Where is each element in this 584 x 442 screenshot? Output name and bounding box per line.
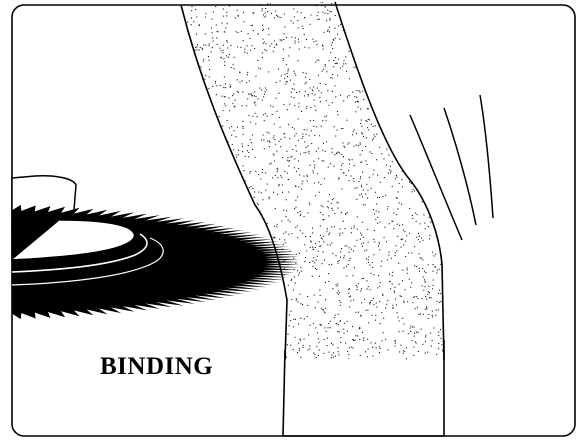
vibration-line-1 <box>410 115 462 240</box>
board-speckle-texture <box>175 0 451 366</box>
saw-blade <box>12 204 300 320</box>
vibration-lines <box>410 95 493 240</box>
workpiece-board <box>283 340 444 436</box>
workpiece-board-outline <box>181 2 444 360</box>
binding-caption: BINDING <box>100 353 213 381</box>
vibration-line-3 <box>480 95 493 218</box>
